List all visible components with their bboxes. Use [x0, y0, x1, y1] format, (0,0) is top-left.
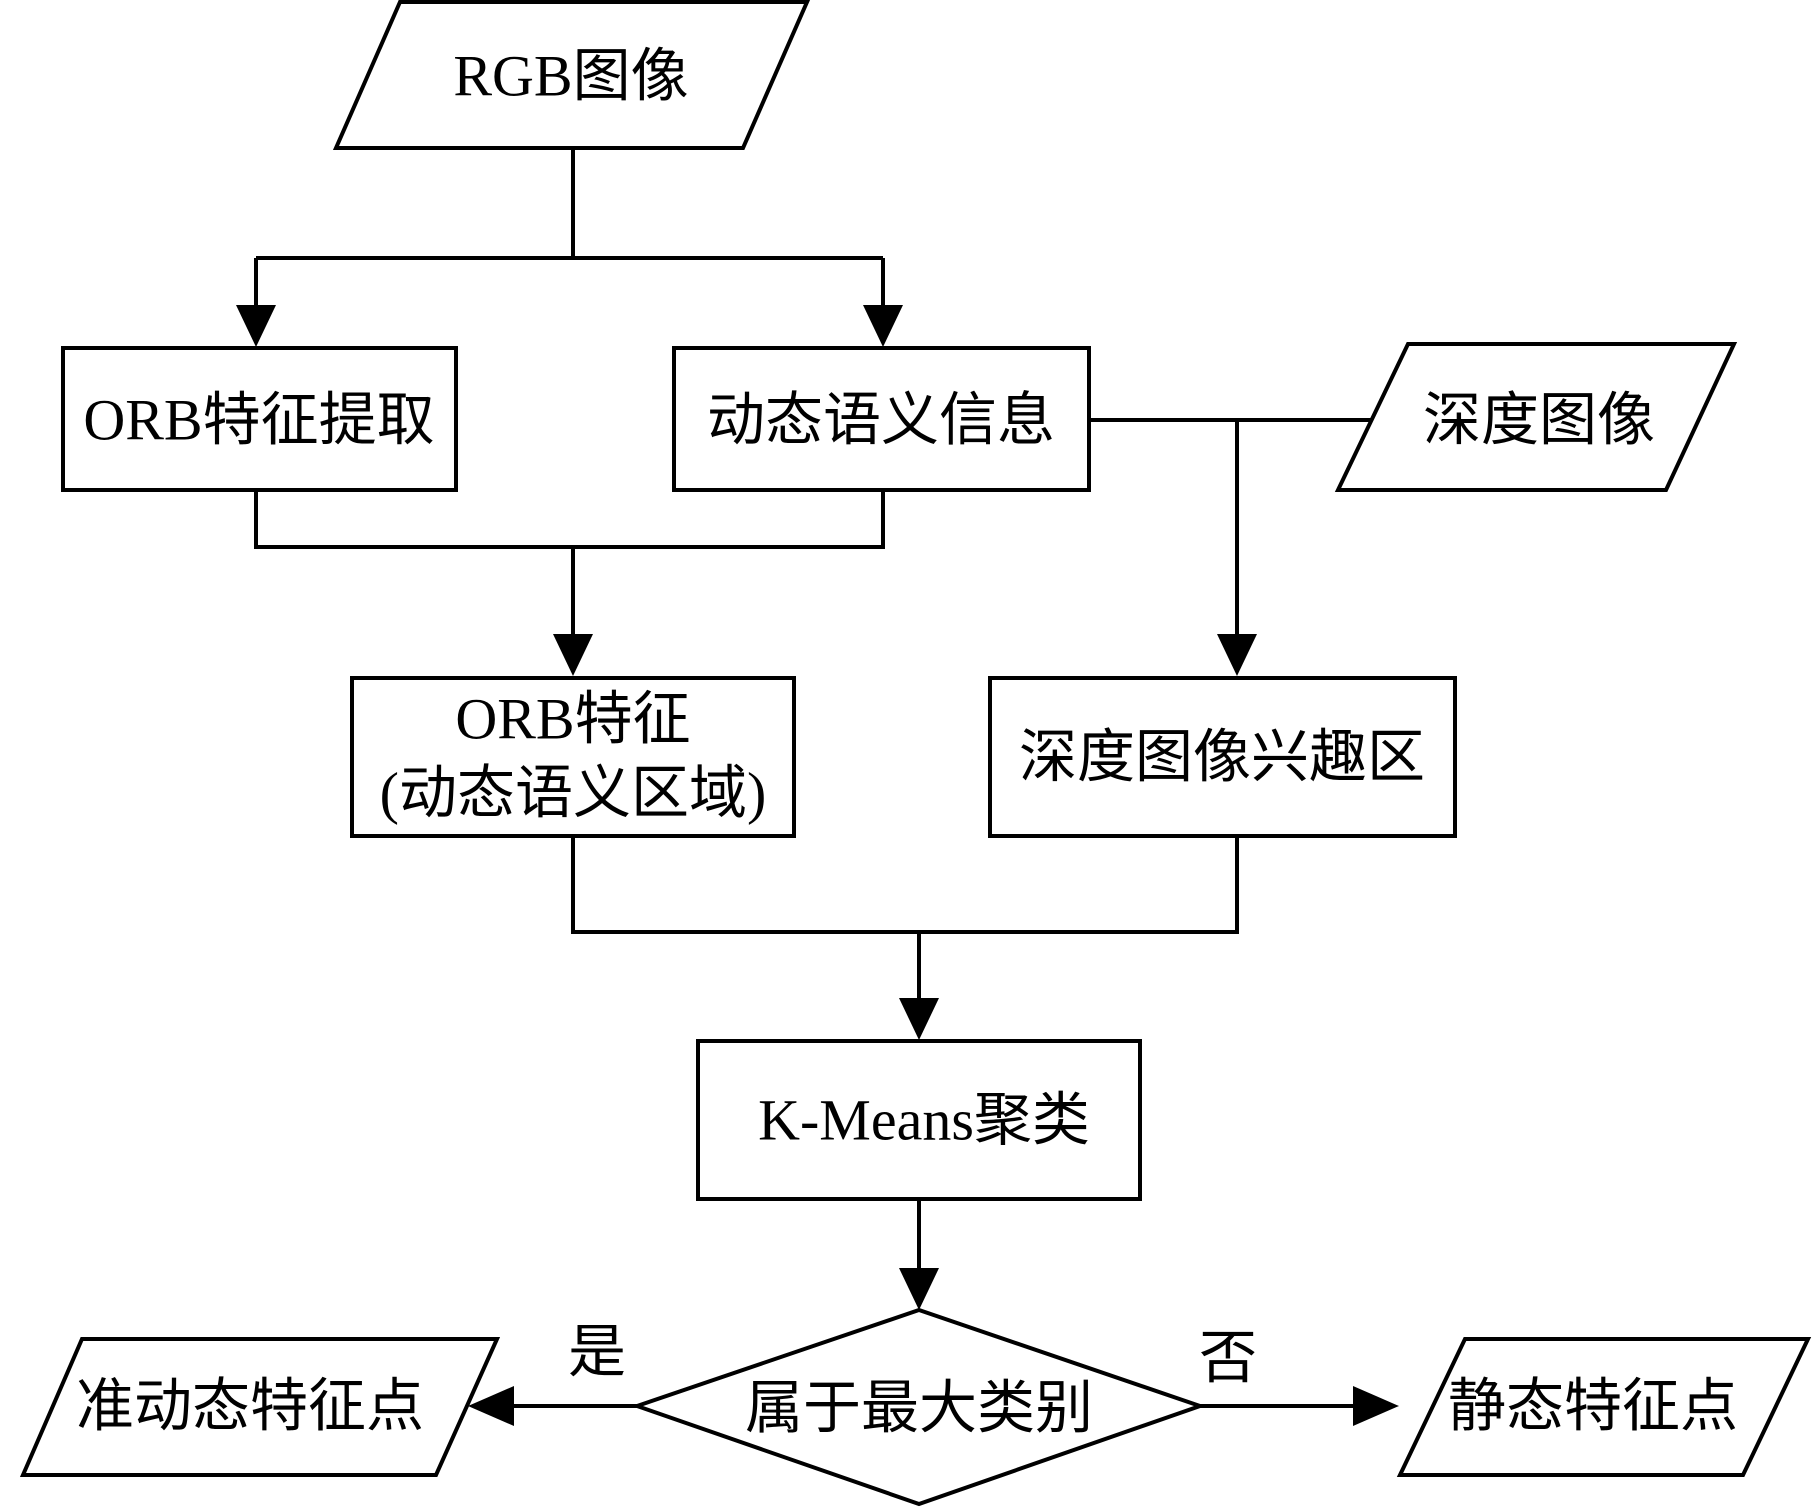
- edge-label-no: 否: [1199, 1326, 1257, 1391]
- node-depth-image-label: 深度图像: [1423, 388, 1655, 453]
- node-quasi-dynamic-label: 准动态特征点: [76, 1374, 424, 1439]
- node-orb-feature-label-line1: ORB特征: [455, 687, 690, 752]
- node-orb-feature: ORB特征 (动态语义区域): [350, 676, 796, 838]
- edge-label-yes: 是: [568, 1320, 626, 1385]
- node-kmeans-label: K-Means聚类: [758, 1088, 1090, 1153]
- node-decision-label: 属于最大类别: [745, 1376, 1093, 1441]
- arrowhead-to-decision: [899, 1268, 939, 1310]
- arrowhead-to-orb-extract: [236, 305, 276, 347]
- connector-merge-to-orb-feature: [254, 490, 885, 635]
- connector-merge-to-kmeans: [571, 836, 1239, 1005]
- arrowhead-to-static-points: [1353, 1386, 1399, 1426]
- connector-rgb-split: [254, 148, 885, 320]
- arrowhead-to-orb-feature: [553, 634, 593, 676]
- node-rgb-image-label: RGB图像: [453, 44, 688, 109]
- node-decision: 属于最大类别: [630, 1307, 1207, 1507]
- node-dynamic-semantic: 动态语义信息: [672, 346, 1091, 492]
- node-orb-feature-label-line2: (动态语义区域): [380, 761, 767, 826]
- node-orb-extract-label: ORB特征提取: [83, 388, 434, 453]
- node-depth-roi: 深度图像兴趣区: [988, 676, 1457, 838]
- node-rgb-image: RGB图像: [332, 0, 811, 150]
- arrowhead-to-depth-roi: [1217, 634, 1257, 676]
- node-depth-roi-label: 深度图像兴趣区: [1019, 725, 1425, 790]
- node-dynamic-semantic-label: 动态语义信息: [707, 388, 1055, 453]
- arrowheads: [236, 305, 1399, 1426]
- node-orb-extract: ORB特征提取: [61, 346, 458, 492]
- connector-depth-to-roi: [1090, 418, 1372, 645]
- connectors: [254, 148, 1372, 1408]
- node-quasi-dynamic: 准动态特征点: [19, 1337, 501, 1477]
- node-static-points-label: 静态特征点: [1448, 1374, 1738, 1439]
- node-static-points: 静态特征点: [1396, 1337, 1812, 1477]
- node-depth-image: 深度图像: [1334, 342, 1738, 492]
- node-kmeans: K-Means聚类: [696, 1039, 1142, 1201]
- arrowhead-to-kmeans: [899, 998, 939, 1040]
- arrowhead-to-dynamic-semantic: [863, 305, 903, 347]
- arrowhead-to-quasi-dynamic: [468, 1386, 514, 1426]
